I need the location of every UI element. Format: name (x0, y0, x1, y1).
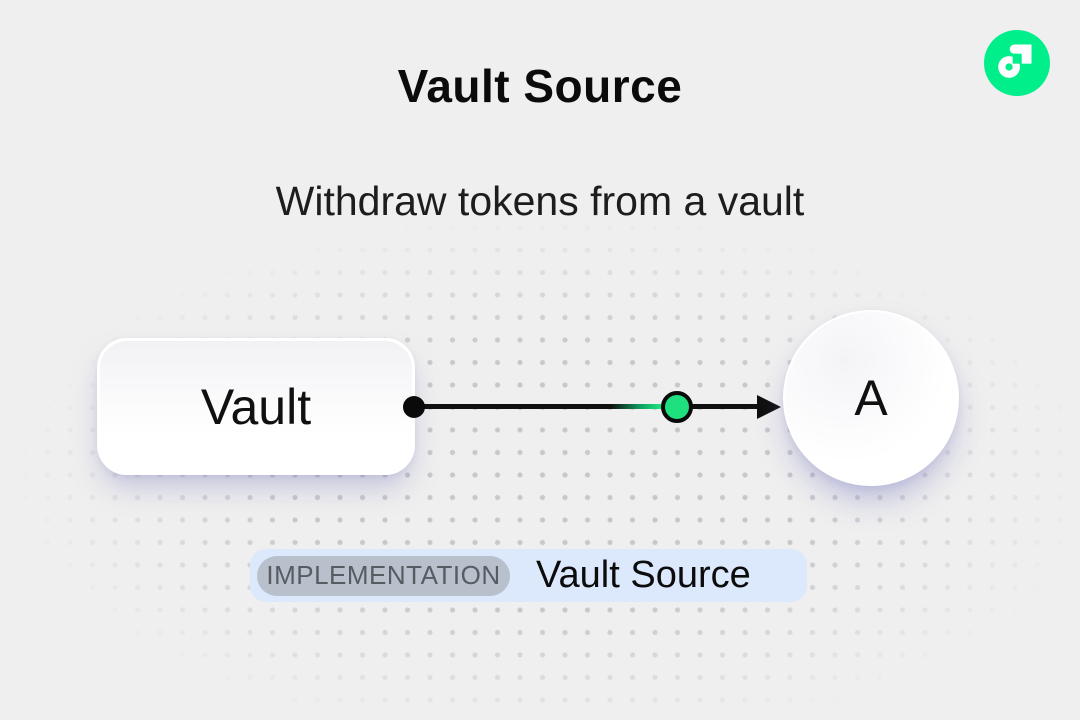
connector-green-dot-icon (661, 391, 693, 423)
target-circle-node: A (783, 310, 959, 486)
implementation-badge-label: Vault Source (536, 554, 751, 596)
page-title: Vault Source (397, 60, 683, 112)
target-node-label: A (854, 370, 888, 426)
page-subtitle: Withdraw tokens from a vault (275, 178, 805, 224)
implementation-tag-pill: IMPLEMENTATION (257, 555, 510, 596)
flow-logo-icon (984, 30, 1050, 96)
vault-node-label: Vault (200, 378, 312, 435)
implementation-badge: IMPLEMENTATION Vault Source (250, 549, 807, 602)
connector-start-dot-icon (403, 396, 425, 418)
connector-line (414, 404, 760, 409)
vault-node: Vault (97, 338, 415, 475)
arrowhead-icon (757, 395, 781, 419)
